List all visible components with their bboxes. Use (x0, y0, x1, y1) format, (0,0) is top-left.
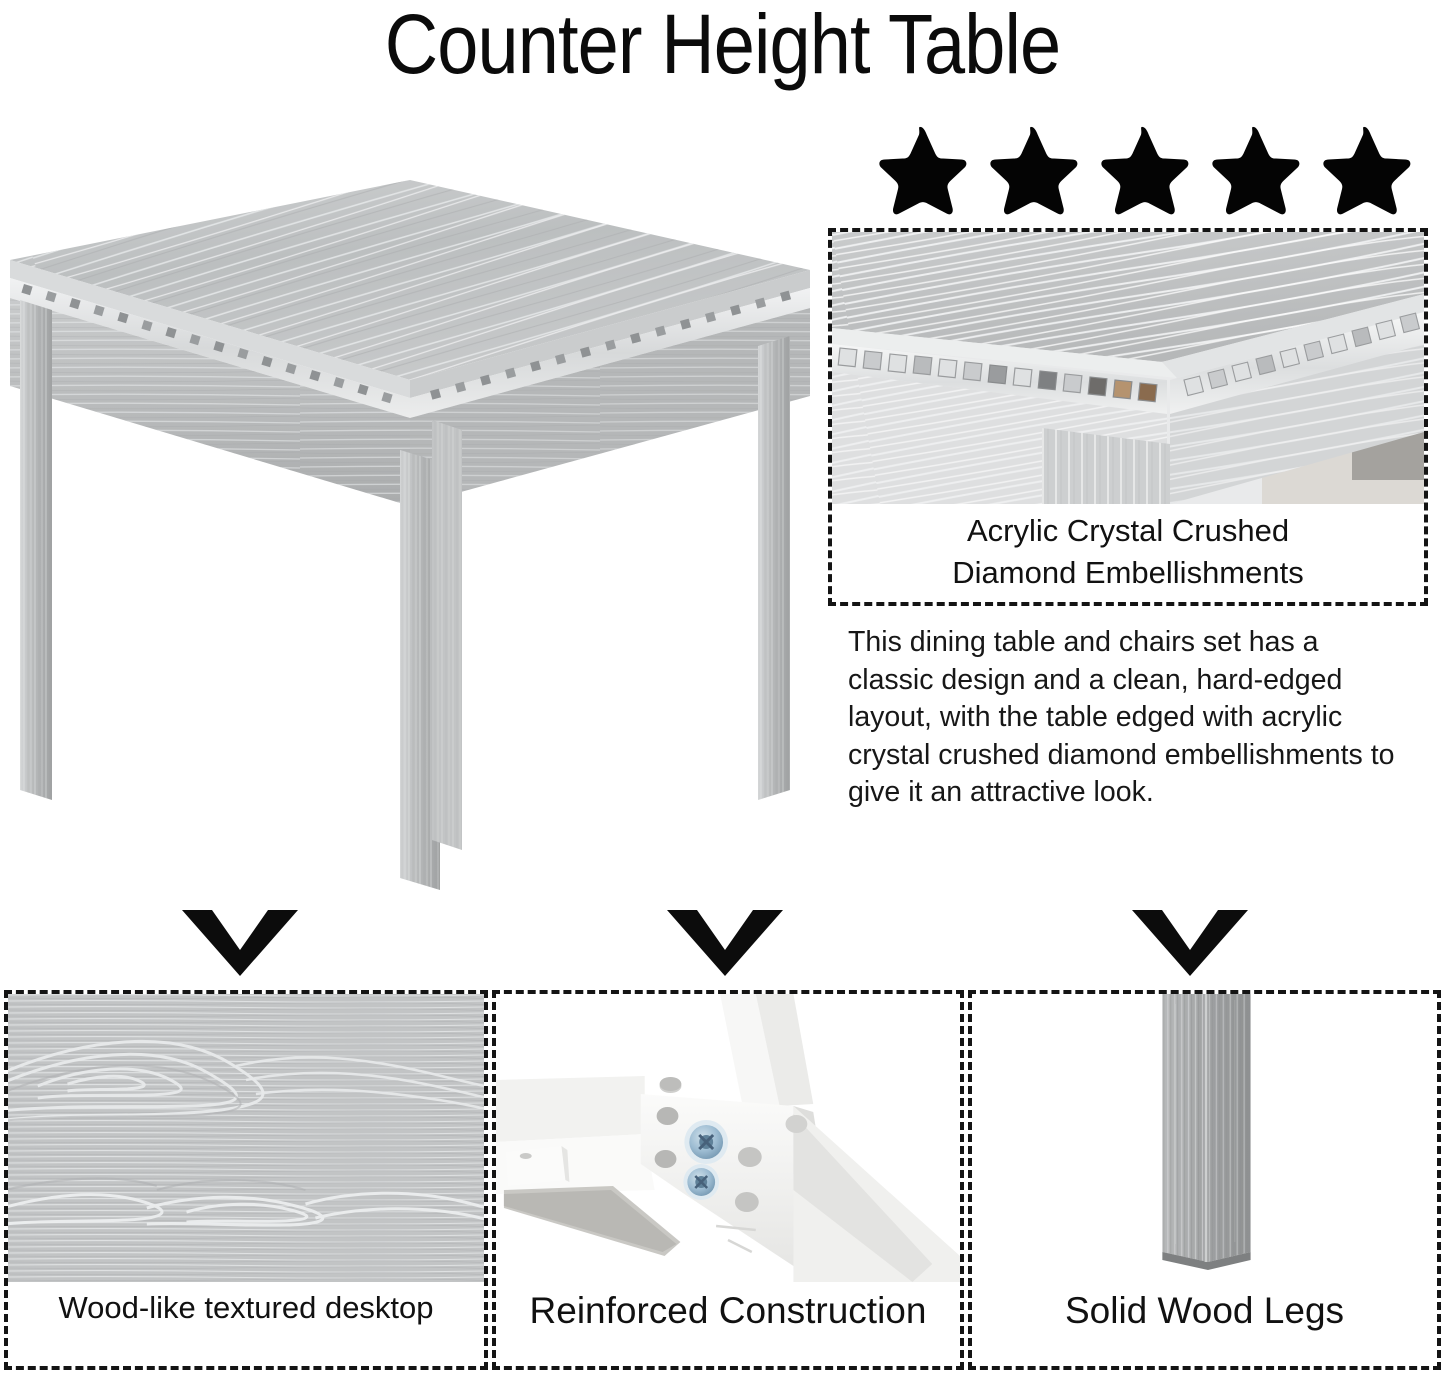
star-icon (872, 125, 968, 217)
feature-card-solid-wood-legs: Solid Wood Legs (968, 990, 1441, 1370)
page-title: Counter Height Table (384, 0, 1061, 91)
product-description: This dining table and chairs set has a c… (848, 626, 1395, 808)
crystal-caption-line-1: Acrylic Crystal Crushed (966, 513, 1290, 548)
crystal-detail-caption: Acrylic Crystal Crushed Diamond Embellis… (832, 510, 1424, 594)
solid-wood-leg-image (972, 994, 1437, 1282)
reinforced-construction-image (496, 994, 960, 1282)
chevron-down-arrow-icon (182, 910, 298, 976)
star-icon (983, 125, 1079, 217)
star-icon (1205, 125, 1301, 217)
chevron-down-arrow-icon (1132, 910, 1248, 976)
feature-caption-wood-texture: Wood-like textured desktop (58, 1290, 434, 1325)
star-rating (872, 125, 1412, 217)
crystal-detail-image (832, 232, 1424, 504)
chevron-down-arrow-icon (667, 910, 783, 976)
feature-caption-solid-wood-legs: Solid Wood Legs (1064, 1290, 1345, 1331)
crystal-caption-line-2: Diamond Embellishments (952, 555, 1304, 590)
star-icon (1094, 125, 1190, 217)
crystal-detail-card: Acrylic Crystal Crushed Diamond Embellis… (828, 228, 1428, 606)
hero-product-image (0, 150, 812, 890)
star-icon (1316, 125, 1412, 217)
wood-texture-image (8, 994, 484, 1282)
feature-caption-reinforced-construction: Reinforced Construction (529, 1290, 927, 1331)
feature-card-reinforced-construction: Reinforced Construction (492, 990, 964, 1370)
feature-card-wood-texture: Wood-like textured desktop (4, 990, 488, 1370)
